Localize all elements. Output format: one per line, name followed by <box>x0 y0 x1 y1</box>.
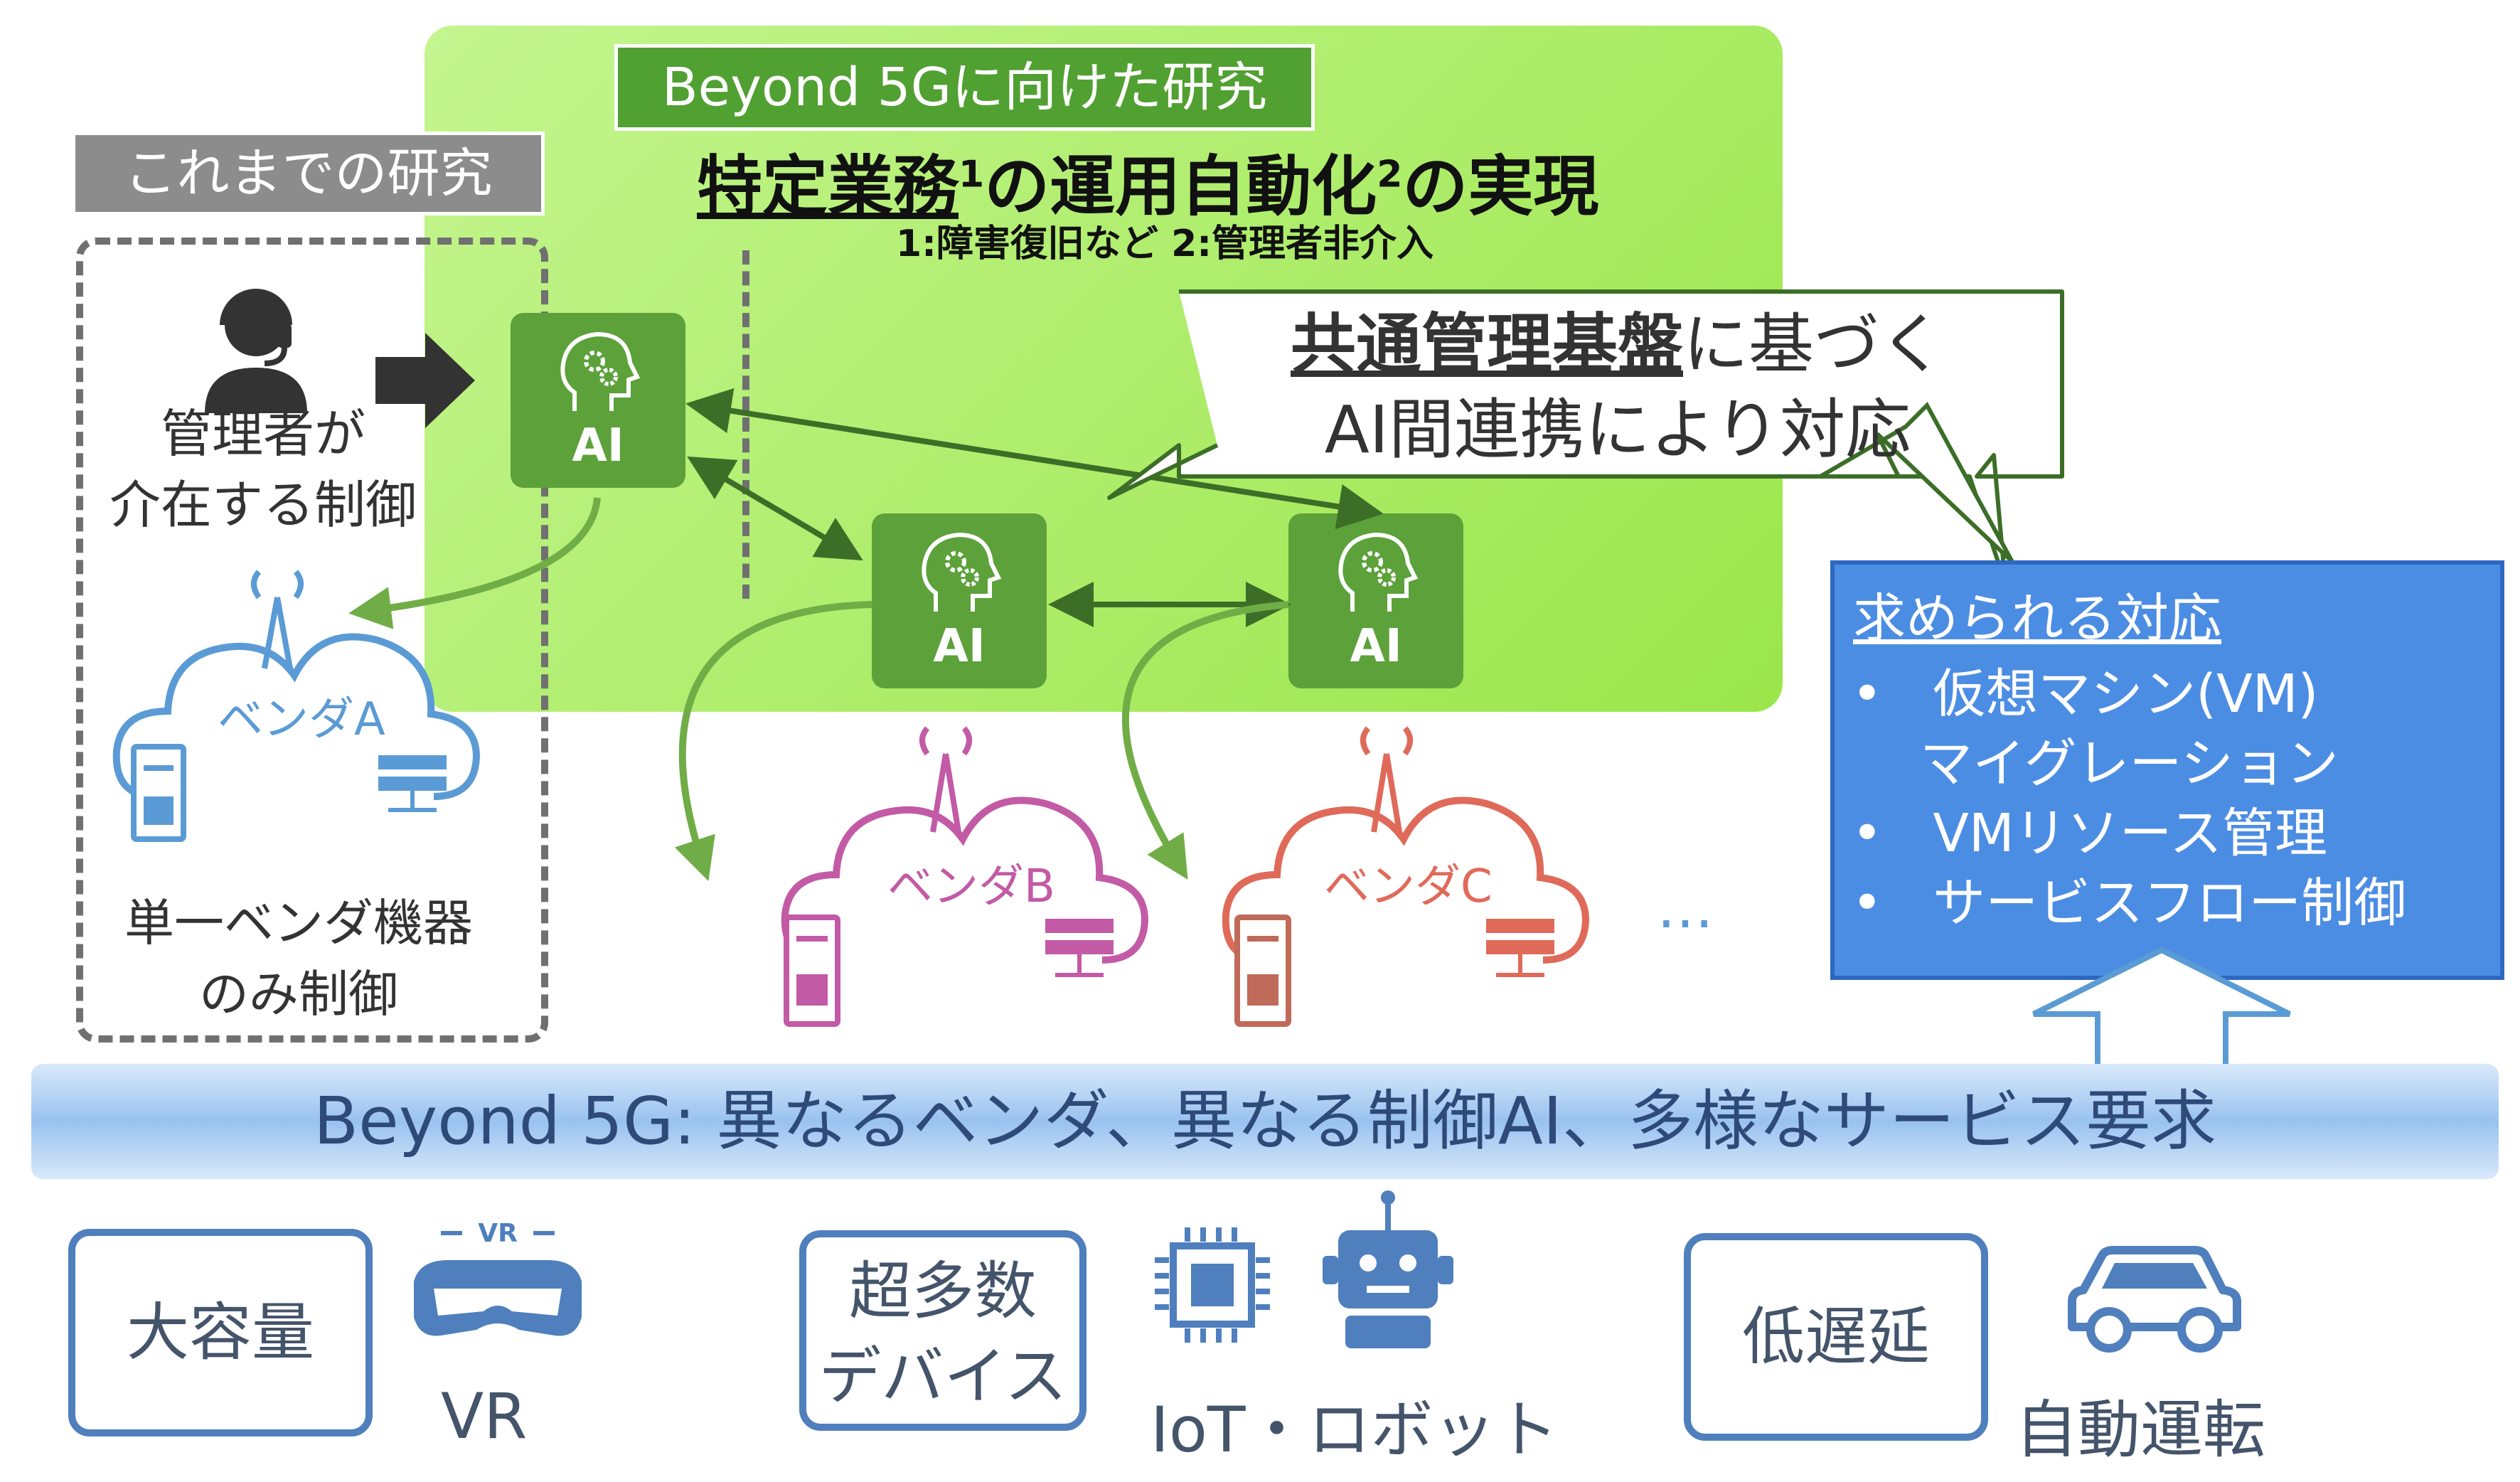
required-item-flow: サービスフロー制御 <box>1933 873 2407 934</box>
beyond-5g-banner: Beyond 5G: 異なるベンダ、異なる制御AI、多様なサービス要求 <box>31 1064 2499 1179</box>
server-rack-icon <box>378 755 447 812</box>
massive-devices-line1: 超多数 <box>848 1254 1037 1328</box>
server-rack-icon <box>1045 919 1114 977</box>
ai-head-gears-icon <box>922 532 1002 612</box>
callout-line1: 共通管理基盤に基づく <box>1173 302 2062 388</box>
antenna-icon <box>1360 726 1413 833</box>
bullet-vm: • 仮想マシン(VM) <box>1852 663 2319 725</box>
required-item-migration: マイグレーション <box>1920 733 2339 794</box>
vendor-a-cloud <box>112 570 481 842</box>
vendor-c-label: ベンダC <box>1324 860 1493 913</box>
link-a-c <box>685 388 1384 530</box>
admin-text-line1: 管理者が <box>160 404 365 464</box>
server-tower-icon <box>1234 915 1291 1027</box>
vendor-a-label: ベンダA <box>218 693 385 746</box>
title-sup-2: 2 <box>1377 153 1403 196</box>
ai-node-c: AI <box>1288 513 1463 688</box>
link-a-vendor-a <box>348 497 601 629</box>
server-tower-icon <box>131 744 186 842</box>
required-responses-title: 求められる対応 <box>1853 588 2221 649</box>
main-title: 特定業務1の運用自動化2の実現 <box>697 134 1692 228</box>
common-management-platform: 共通管理基盤 <box>1290 306 1683 383</box>
single-vendor-line1: 単一ベンダ機器 <box>124 894 473 952</box>
admin-controlled-text: 管理者が 介在する制御 <box>85 398 441 540</box>
bullet-resource: • VMリソース管理 <box>1852 803 2327 864</box>
vr-headset-icon: VR <box>414 1219 582 1336</box>
link-a-b <box>687 456 863 561</box>
vendor-b-cloud <box>781 726 1149 1027</box>
iot-robot-caption: IoT・ロボット <box>1150 1393 1559 1466</box>
massive-devices-line2: デバイス <box>818 1340 1067 1413</box>
required-item-resource: VMリソース管理 <box>1933 803 2327 864</box>
title-sup-1: 1 <box>959 153 985 196</box>
ai-node-b: AI <box>872 513 1047 688</box>
low-latency-box: 低遅延 <box>1684 1233 1988 1441</box>
vendor-b-label: ベンダB <box>887 860 1055 913</box>
operator-headset-icon <box>205 289 307 413</box>
beyond-5g-tag: Beyond 5Gに向けた研究 <box>614 44 1315 131</box>
large-capacity-box: 大容量 <box>68 1229 373 1436</box>
required-item-vm: 仮想マシン(VM) <box>1933 663 2319 725</box>
ai-node-a: AI <box>511 313 685 488</box>
previous-research-tag: これまでの研究 <box>72 132 545 215</box>
ai-node-a-label: AI <box>572 420 624 472</box>
vr-caption: VR <box>441 1380 528 1453</box>
callout-line2: AI間連携により対応 <box>1324 392 1911 468</box>
massive-devices-box: 超多数 デバイス <box>799 1230 1087 1431</box>
iot-chip-icon <box>1155 1227 1270 1343</box>
antenna-icon <box>919 726 972 833</box>
server-tower-icon <box>784 915 840 1027</box>
ai-head-gears-icon <box>1338 532 1419 612</box>
ai-node-b-label: AI <box>933 620 986 673</box>
more-vendors-ellipsis: … <box>1657 875 1718 941</box>
previous-research-frame <box>76 238 548 1043</box>
title-specific-tasks: 特定業務 <box>697 149 959 225</box>
admin-text-line2: 介在する制御 <box>109 475 417 535</box>
vr-headset-text: VR <box>478 1219 518 1248</box>
single-vendor-line2: のみ制御 <box>199 965 398 1023</box>
title-operation-automation: の運用自動化 <box>984 149 1377 225</box>
link-b-vendor-b <box>674 601 872 881</box>
ai-head-gears-icon <box>560 331 641 411</box>
up-arrow-icon <box>2032 947 2291 1081</box>
title-realization: の実現 <box>1402 149 1599 225</box>
callout-line1-rest: に基づく <box>1683 306 1945 383</box>
ai-node-c-label: AI <box>1350 620 1402 673</box>
link-c-vendor-c <box>1122 601 1289 880</box>
server-rack-icon <box>1486 919 1554 977</box>
antenna-icon <box>251 570 304 669</box>
robot-icon <box>1323 1190 1453 1348</box>
ai-collaboration-callout: 共通管理基盤に基づく AI間連携により対応 <box>1173 302 2062 473</box>
car-icon <box>2068 1246 2241 1353</box>
single-vendor-text: 単一ベンダ機器 のみ制御 <box>85 887 512 1030</box>
bullet-flow: • サービスフロー制御 <box>1852 873 2407 934</box>
vendor-c-cloud <box>1222 726 1590 1027</box>
title-footnote: 1:障害復旧など 2:管理者非介入 <box>896 223 1434 265</box>
autonomous-driving-caption: 自動運転 <box>2015 1393 2266 1466</box>
admin-to-ai-arrow-icon <box>375 333 475 428</box>
